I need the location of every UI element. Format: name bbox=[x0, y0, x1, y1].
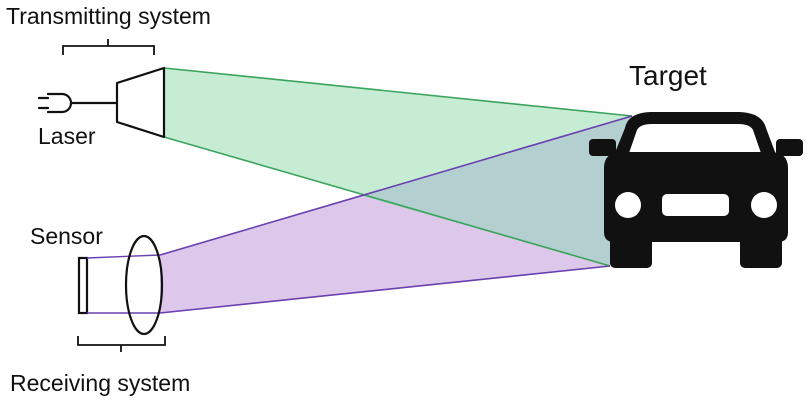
sensor-to-lens-link-top bbox=[86, 254, 161, 259]
beam-overlap-region bbox=[362, 116, 632, 266]
car-front-icon bbox=[589, 112, 803, 268]
transmitting-system-label: Transmitting system bbox=[6, 3, 211, 29]
sensor-label: Sensor bbox=[30, 223, 103, 249]
receive-beam-edge-top bbox=[159, 115, 633, 256]
laser-label: Laser bbox=[38, 123, 96, 149]
receiving-system-bracket bbox=[77, 336, 166, 352]
transmit-beam-edge-bottom bbox=[163, 136, 611, 267]
laser-plug-icon bbox=[37, 92, 119, 114]
sensor-plate-icon bbox=[77, 256, 89, 315]
transmit-beam-edge-top bbox=[163, 67, 633, 117]
receiving-system-label: Receiving system bbox=[10, 370, 191, 396]
transmitting-system-bracket bbox=[62, 39, 155, 55]
receive-beam-edge-bottom bbox=[159, 265, 611, 314]
trapezoid-emitter-icon bbox=[115, 66, 166, 139]
target-label: Target bbox=[629, 60, 707, 91]
lens-icon bbox=[124, 234, 164, 336]
